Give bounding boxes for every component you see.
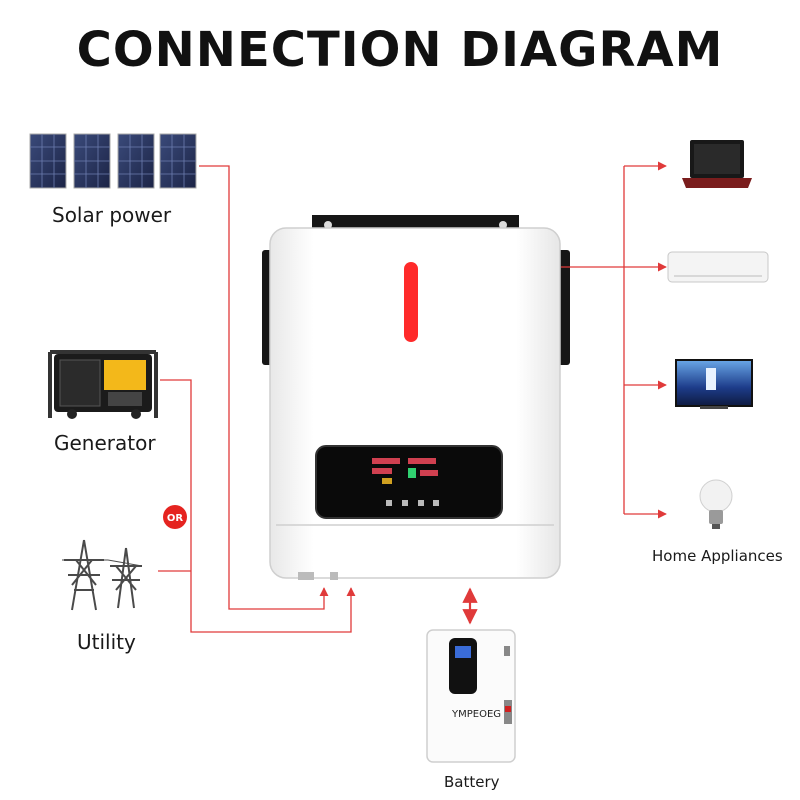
battery-brand-text: YMPEOEG bbox=[451, 709, 501, 720]
battery-label: Battery bbox=[444, 773, 500, 791]
lcd-display bbox=[315, 445, 503, 519]
laptop-icon bbox=[682, 140, 752, 188]
utility-label: Utility bbox=[77, 630, 136, 654]
generator-to-inverter-line bbox=[160, 379, 356, 633]
utility-towers-icon bbox=[62, 539, 143, 611]
television-icon bbox=[675, 359, 753, 409]
connection-lines bbox=[158, 161, 667, 633]
battery-icon bbox=[426, 629, 516, 763]
home-appliances-label: Home Appliances bbox=[652, 547, 783, 565]
solar-to-inverter-line bbox=[199, 165, 329, 610]
solar-panels-icon bbox=[29, 133, 197, 189]
air-conditioner-icon bbox=[667, 251, 769, 283]
generator-label: Generator bbox=[54, 431, 156, 455]
or-badge-text: OR bbox=[167, 513, 184, 524]
inverter-buttons bbox=[386, 500, 439, 506]
solar-power-label: Solar power bbox=[52, 203, 172, 227]
hybrid-inverter bbox=[262, 215, 570, 580]
or-badge: OR bbox=[163, 505, 187, 529]
diagram-title: CONNECTION DIAGRAM bbox=[76, 22, 724, 78]
generator-icon bbox=[48, 350, 158, 419]
led-light-bar bbox=[404, 262, 418, 342]
light-bulb-icon bbox=[699, 479, 733, 529]
